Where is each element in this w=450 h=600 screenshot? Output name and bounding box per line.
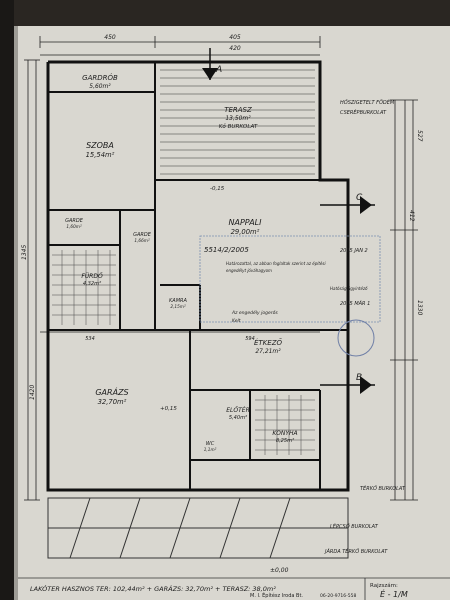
exterior-walls — [46, 60, 350, 492]
room-area-nappali: 29,00m² — [231, 228, 260, 236]
paper-sheet — [14, 26, 450, 600]
dim-right-3: 1330 — [416, 300, 423, 315]
stamp-number: 5514/2/2005 — [204, 246, 249, 254]
room-name-gardrob: GARDRÓB — [82, 73, 118, 82]
footer-office: M. I. Építész Iroda Bt. — [250, 591, 303, 599]
room-area-terasz: 13,50m² — [225, 115, 251, 122]
footer-phone: 06-20-9716-558 — [320, 593, 357, 599]
room-name-nappali: NAPPALI — [229, 218, 263, 227]
dim-left-b: 1420 — [29, 385, 36, 400]
annotation-terko: TÉRKŐ BURKOLAT — [360, 484, 406, 492]
binder-edge — [0, 0, 14, 600]
stamp-line-3: Hatóság ügyintéző — [330, 286, 368, 291]
section-markers — [209, 48, 375, 386]
dimension-labels: 450 420 405 527 412 1330 1345 1420 534 594 — [21, 34, 423, 400]
room-name-wc: WC — [206, 441, 215, 447]
room-area-eloter: 5,40m² — [229, 415, 247, 421]
page-shadow — [14, 26, 18, 600]
room-area-garde2: 1,66m² — [134, 238, 150, 244]
room-name-kamra: KAMRA — [169, 298, 187, 304]
dim-mid-2: 594 — [245, 336, 255, 342]
dim-top-mid: 420 — [229, 45, 241, 52]
section-arrow-c — [360, 196, 372, 214]
section-label-a: A — [215, 65, 222, 75]
room-name-eloter: ELŐTÉR — [226, 406, 249, 414]
room-area-furdo: 4,32m² — [83, 281, 101, 287]
dim-right-2: 412 — [408, 210, 415, 222]
stamp-date-2: 2005 MÁR 1 — [340, 300, 370, 307]
room-name-szoba: SZOBA — [86, 141, 114, 150]
kitchen-tiles — [255, 395, 315, 455]
terrace-hatching — [160, 69, 315, 175]
dim-mid-1: 534 — [85, 336, 95, 342]
sheet-label: Rajzszám: — [370, 582, 398, 589]
room-area-garde1: 1,60m² — [66, 224, 82, 230]
stamp-labels: 5514/2/2005 2005 JAN 2 Határozattal, az ab… — [204, 246, 370, 324]
room-area-garazs: 32,70m² — [98, 398, 127, 406]
dim-top-right: 405 — [229, 34, 241, 41]
room-area-etkezo: 27,21m² — [255, 348, 281, 355]
level-mark-1: -0,15 — [210, 186, 225, 192]
room-name-garazs: GARÁZS — [95, 386, 128, 397]
room-note-terasz: Kő BURKOLAT — [219, 124, 258, 130]
room-name-konyha: KONYHA — [272, 430, 297, 437]
stamp-line-4: Az engedély jogerős — [231, 309, 278, 316]
interior-walls — [48, 62, 348, 490]
bathroom-tiles — [52, 250, 116, 325]
room-area-kamra: 2,15m² — [170, 304, 186, 310]
annotation-hoszigetelt: HŐSZIGETELT FÖDÉM — [340, 98, 395, 106]
stamp-line-2: engedélyt jóváhagyom — [226, 268, 272, 273]
dim-top-left: 450 — [104, 34, 116, 41]
annotation-jarda: JÁRDA TÉRKŐ BURKOLAT — [324, 547, 388, 555]
section-label-b: B — [356, 373, 362, 383]
dim-left-a: 1345 — [21, 245, 28, 260]
room-area-szoba: 15,54m² — [86, 151, 115, 159]
official-stamp — [199, 235, 381, 357]
sheet-value: É - 1/M — [380, 588, 408, 599]
level-mark-0: ±0,00 — [270, 567, 289, 574]
room-name-garde2: GARDE — [133, 232, 152, 238]
dim-right-1: 527 — [416, 130, 423, 142]
level-mark-2: +0,15 — [160, 406, 177, 412]
room-area-konyha: 8,25m² — [276, 438, 294, 444]
section-label-c: C — [356, 193, 363, 203]
annotation-csatlakozas: CSERÉPBURKOLAT — [340, 108, 387, 116]
section-arrow-a — [202, 68, 218, 80]
annotation-lepcso: LÉPCSŐ BURKOLAT — [330, 522, 379, 530]
annotation-labels: HŐSZIGETELT FÖDÉM CSERÉPBURKOLAT LÉPCSŐ BU… — [160, 65, 406, 574]
footer-summary: LAKÓTER HASZNOS TER: 102,44m² + GARÁZS: … — [30, 584, 276, 593]
room-area-gardrob: 5,60m² — [89, 83, 111, 90]
section-arrow-b — [360, 376, 372, 394]
room-name-furdo: FÜRDŐ — [81, 273, 103, 280]
stamp-line-1: Határozattal, az abban foglaltak szerint… — [226, 261, 326, 266]
room-name-garde1: GARDE — [65, 218, 84, 224]
stamp-line-5: Kelt — [232, 318, 241, 324]
sidewalk-pavers — [47, 497, 349, 559]
room-area-wc: 1,1m² — [204, 447, 217, 453]
stamp-date-1: 2005 JAN 2 — [340, 248, 368, 254]
room-name-terasz: TERASZ — [224, 106, 252, 114]
room-name-etkezo: ÉTKEZŐ — [254, 338, 283, 347]
dimension-lines — [24, 36, 418, 501]
